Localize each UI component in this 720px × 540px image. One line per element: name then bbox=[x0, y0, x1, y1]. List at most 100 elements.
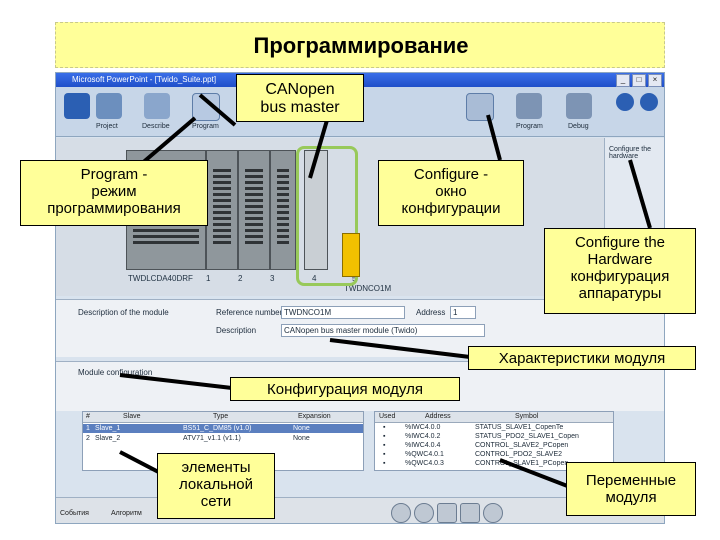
cell-symbol: CONTROL_PDO2_SLAVE2 bbox=[475, 451, 563, 458]
cell-symbol: CONTROL_SLAVE1_PCopen bbox=[475, 460, 569, 467]
table-row[interactable]: ▪ %IWC4.0.4 CONTROL_SLAVE2_PCopen bbox=[375, 441, 613, 450]
description-field[interactable]: CANopen bus master module (Twido) bbox=[281, 324, 485, 337]
callout-program-line3: программирования bbox=[47, 200, 181, 217]
describe-icon[interactable] bbox=[144, 93, 170, 119]
toolbar-label-program-mode: Program bbox=[516, 123, 543, 130]
checkbox-icon[interactable]: ▪ bbox=[383, 451, 386, 458]
th-expansion: Expansion bbox=[298, 413, 331, 420]
callout-module-configuration: Конфигурация модуля bbox=[230, 377, 460, 401]
window-controls: _ □ × bbox=[616, 74, 662, 87]
canopen-module[interactable] bbox=[304, 150, 328, 270]
slide-title-banner: Программирование bbox=[55, 22, 665, 68]
slide-title: Программирование bbox=[253, 33, 469, 58]
characteristics-pointer bbox=[329, 338, 471, 359]
close-project-icon[interactable] bbox=[483, 503, 503, 523]
callout-confhw-line3: конфигурация bbox=[570, 268, 670, 285]
selected-module-highlight bbox=[296, 146, 358, 286]
callout-variables-line2: модуля bbox=[605, 489, 657, 506]
callout-local-line1: элементы bbox=[181, 459, 251, 476]
description-heading: Description of the module bbox=[78, 308, 169, 317]
callout-local-line2: локальной bbox=[178, 476, 254, 493]
program-mode-icon[interactable] bbox=[516, 93, 542, 119]
minimize-button[interactable]: _ bbox=[616, 74, 630, 87]
table-row[interactable]: ▪ %QWC4.0.3 CONTROL_SLAVE1_PCopen bbox=[375, 459, 613, 468]
cell-address: %QWC4.0.3 bbox=[405, 460, 444, 467]
project-icon[interactable] bbox=[96, 93, 122, 119]
th-number: # bbox=[86, 413, 90, 420]
th-used: Used bbox=[379, 413, 396, 420]
debug-icon[interactable] bbox=[566, 93, 592, 119]
info-icon[interactable] bbox=[64, 93, 90, 119]
expansion-module-3[interactable] bbox=[270, 150, 296, 270]
cell-type: ATV71_v1.1 (v1.1) bbox=[183, 435, 241, 442]
table-row[interactable]: ▪ %IWC4.0.0 STATUS_SLAVE1_CopenTe bbox=[375, 423, 613, 432]
table-row[interactable]: 1 Slave_1 BS51_C_DM85 (v1.0) None bbox=[83, 424, 363, 433]
cell-expansion: None bbox=[293, 425, 310, 432]
configure-hw-pointer bbox=[628, 159, 652, 229]
back-icon[interactable] bbox=[391, 503, 411, 523]
maximize-button[interactable]: □ bbox=[632, 74, 646, 87]
configure-icon[interactable] bbox=[466, 93, 494, 121]
close-button[interactable]: × bbox=[648, 74, 662, 87]
module-config-pointer bbox=[119, 373, 233, 390]
rack-number-1: 1 bbox=[206, 274, 211, 283]
variables-pointer bbox=[499, 458, 571, 489]
table-row[interactable]: ▪ %IWC4.0.2 STATUS_PDO2_SLAVE1_Copen bbox=[375, 432, 613, 441]
cell-symbol: CONTROL_SLAVE2_PCopen bbox=[475, 442, 569, 449]
callout-canopen-line2: bus master bbox=[260, 99, 340, 116]
callout-configure-hardware: Configure the Hardware конфигурация аппа… bbox=[544, 228, 696, 314]
info-round-icon[interactable] bbox=[640, 93, 658, 111]
cell-address: %IWC4.0.2 bbox=[405, 433, 441, 440]
cell-number: 2 bbox=[86, 435, 90, 442]
expansion-module-2[interactable] bbox=[238, 150, 270, 270]
callout-characteristics: Характеристики модуля bbox=[468, 346, 696, 370]
taskbar-item[interactable]: Алгоритм bbox=[111, 510, 142, 517]
callout-confhw-line2: Hardware bbox=[587, 251, 653, 268]
callout-variables-line1: Переменные bbox=[585, 472, 677, 489]
rack-number-2: 2 bbox=[238, 274, 243, 283]
taskbar-start[interactable]: Cобытия bbox=[60, 510, 89, 517]
cell-address: %QWC4.0.1 bbox=[405, 451, 444, 458]
base-module-label: TWDLCDA40DRF bbox=[128, 274, 193, 283]
checkbox-icon[interactable]: ▪ bbox=[383, 433, 386, 440]
slaves-table-header: # Slave Type Expansion bbox=[83, 412, 363, 423]
th-symbol: Symbol bbox=[515, 413, 539, 420]
callout-program-line2: режим bbox=[91, 183, 137, 200]
checkbox-icon[interactable]: ▪ bbox=[383, 442, 386, 449]
cell-symbol: STATUS_PDO2_SLAVE1_Copen bbox=[475, 433, 579, 440]
rack-number-4: 4 bbox=[312, 274, 317, 283]
toolbar-label-debug: Debug bbox=[568, 123, 589, 130]
configure-hardware-link[interactable]: Configure the hardware bbox=[609, 146, 652, 160]
table-row[interactable]: 2 Slave_2 ATV71_v1.1 (v1.1) None bbox=[83, 434, 363, 443]
reference-field[interactable]: TWDNCO1M bbox=[281, 306, 405, 319]
program-icon-pointer bbox=[198, 93, 237, 127]
forward-icon[interactable] bbox=[414, 503, 434, 523]
callout-local-network: элементы локальной сети bbox=[157, 453, 275, 519]
address-label: Address bbox=[416, 308, 446, 317]
callout-local-line3: сети bbox=[200, 493, 232, 510]
table-row[interactable]: ▪ %QWC4.0.1 CONTROL_PDO2_SLAVE2 bbox=[375, 450, 613, 459]
save-as-icon[interactable] bbox=[460, 503, 480, 523]
callout-canopen: CANopen bus master bbox=[236, 74, 364, 122]
cell-address: %IWC4.0.0 bbox=[405, 424, 441, 431]
rack-number-3: 3 bbox=[270, 274, 275, 283]
save-icon[interactable] bbox=[437, 503, 457, 523]
address-field[interactable]: 1 bbox=[450, 306, 476, 319]
callout-configure: Configure - окно конфигурации bbox=[378, 160, 524, 226]
variables-table-header: Used Address Symbol bbox=[375, 412, 613, 423]
callout-configure-line3: конфигурации bbox=[401, 200, 501, 217]
checkbox-icon[interactable]: ▪ bbox=[383, 424, 386, 431]
callout-canopen-line1: CANopen bbox=[265, 81, 335, 98]
configure-pointer bbox=[486, 114, 502, 161]
canopen-connector bbox=[342, 233, 360, 277]
cell-address: %IWC4.0.4 bbox=[405, 442, 441, 449]
checkbox-icon[interactable]: ▪ bbox=[383, 460, 386, 467]
callout-variables: Переменные модуля bbox=[566, 462, 696, 516]
th-type: Type bbox=[213, 413, 229, 420]
reference-label: Reference number bbox=[216, 308, 283, 317]
program-pointer bbox=[138, 116, 197, 167]
th-address: Address bbox=[425, 413, 451, 420]
help-icon[interactable] bbox=[616, 93, 634, 111]
callout-confhw-line1: Configure the bbox=[574, 234, 666, 251]
cell-symbol: STATUS_SLAVE1_CopenTe bbox=[475, 424, 564, 431]
